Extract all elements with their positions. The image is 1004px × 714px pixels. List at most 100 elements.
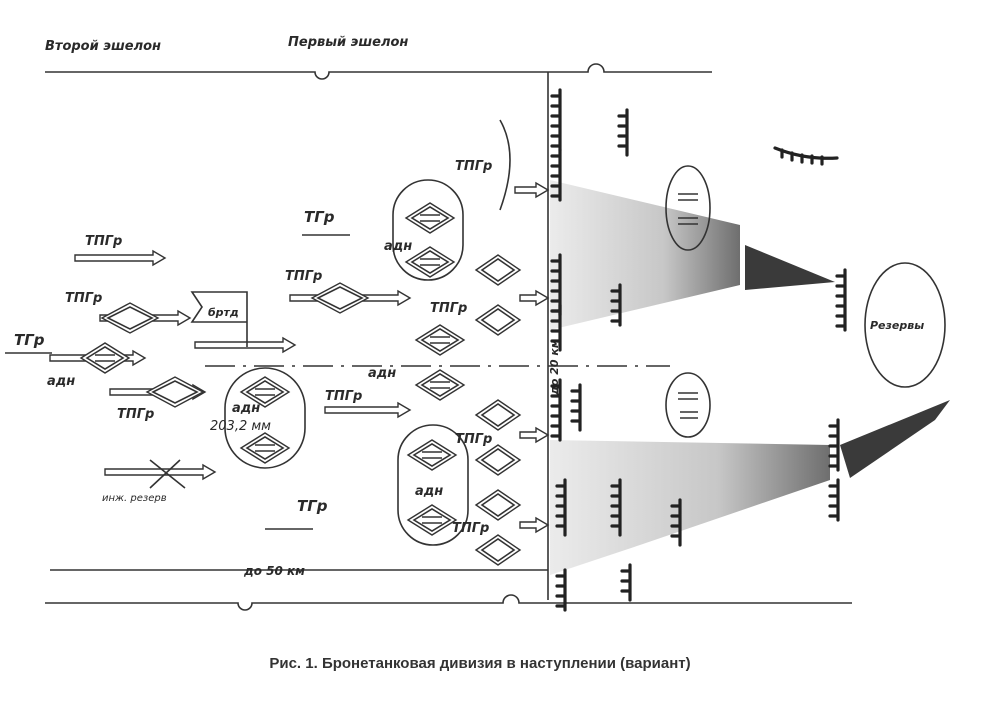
- tank-unit-diamond-inner: [85, 346, 125, 370]
- tpgr-label: ТПГр: [85, 234, 122, 249]
- advance-arrow-icon: [519, 516, 550, 534]
- advance-arrow-icon: [194, 336, 297, 354]
- tank-unit-diamond: [239, 376, 291, 408]
- tank-unit-diamond-inner: [420, 328, 460, 352]
- tank-unit-diamond: [474, 444, 522, 476]
- enemy-defense-hook-line: [550, 253, 562, 317]
- tpgr-bracket: [499, 119, 511, 211]
- enemy-defense-hook-line: [610, 478, 622, 537]
- tank-unit-diamond-inner: [480, 538, 516, 562]
- enemy-defense-hook-line: [550, 148, 562, 202]
- brtd-label: бртд: [208, 306, 239, 319]
- tank-unit-diamond: [406, 504, 458, 536]
- width-measure-label: до 20 км: [548, 339, 561, 396]
- tank-unit-diamond: [404, 202, 456, 234]
- lower-attack-arrowhead: [840, 400, 950, 478]
- artillery-icon: [420, 214, 440, 222]
- enemy-defense-hook-line: [570, 383, 582, 432]
- tank-unit-diamond-inner: [316, 286, 364, 310]
- tpgr-label: ТПГр: [430, 301, 467, 316]
- tpgr-label: ТПГр: [285, 269, 322, 284]
- tank-unit-diamond-inner: [480, 493, 516, 517]
- tank-unit-diamond-inner: [245, 380, 285, 404]
- adn-label: адн: [415, 484, 443, 499]
- enemy-defense-hook-line: [550, 378, 562, 442]
- enemy-defense-hook-line: [610, 283, 622, 327]
- artillery-icon: [422, 516, 442, 524]
- artillery-caliber-label: 203,2 мм: [210, 419, 271, 434]
- tank-unit-diamond: [474, 534, 522, 566]
- enemy-defense-hook-line: [617, 108, 629, 157]
- tank-unit-diamond: [145, 376, 205, 408]
- lower-attack-wedge: [550, 440, 830, 575]
- tpgr-label: ТПГр: [117, 407, 154, 422]
- artillery-icon: [255, 444, 275, 452]
- artillery-icon: [95, 354, 115, 362]
- tank-unit-diamond-inner: [106, 306, 154, 330]
- tpgr-label: ТПГр: [455, 159, 492, 174]
- adn-group-oval: [392, 179, 464, 281]
- adn-label: адн: [47, 374, 75, 389]
- enemy-defense-hook-line: [555, 478, 567, 537]
- tank-unit-diamond: [414, 324, 466, 356]
- artillery-icon: [422, 451, 442, 459]
- reserves-label: Резервы: [870, 319, 924, 332]
- adn-group-oval: [224, 367, 306, 469]
- brtd-flag-icon: [190, 291, 248, 347]
- engineer-icon: [149, 459, 186, 489]
- bottom-boundary-line: [45, 594, 852, 611]
- advance-arrow-icon: [514, 181, 550, 199]
- tank-unit-diamond-inner: [410, 206, 450, 230]
- enemy-position-oval: [665, 372, 711, 438]
- tank-unit-diamond-inner: [420, 373, 460, 397]
- adn-label: адн: [232, 401, 260, 416]
- top-boundary-line: [45, 63, 712, 80]
- artillery-icon: [430, 381, 450, 389]
- tank-unit-diamond: [474, 304, 522, 336]
- tgr-label: ТГр: [297, 497, 328, 515]
- tank-unit-diamond: [310, 282, 370, 314]
- tank-unit-diamond: [79, 342, 131, 374]
- tank-unit-diamond: [100, 302, 160, 334]
- artillery-icon: [430, 336, 450, 344]
- upper-attack-wedge: [550, 180, 740, 330]
- tank-unit-diamond: [239, 432, 291, 464]
- tgr-label: ТГр: [304, 208, 335, 226]
- enemy-position-oval: [665, 165, 711, 251]
- enemy-defense-hook-line: [550, 303, 562, 352]
- artillery-icon: [420, 258, 440, 266]
- tank-unit-diamond-inner: [151, 380, 199, 404]
- enemy-defense-hook-line: [670, 498, 682, 547]
- tank-unit-diamond-inner: [410, 250, 450, 274]
- enemy-defense-lines: [550, 88, 847, 612]
- advance-arrow-icon: [74, 249, 167, 267]
- enemy-defense-hook-line: [773, 146, 839, 166]
- advance-arrow-icon: [104, 463, 217, 481]
- adn-group-oval: [397, 424, 469, 546]
- second-echelon-label: Второй эшелон: [45, 39, 161, 54]
- enemy-defense-hook-line: [550, 88, 562, 152]
- tank-unit-diamond: [474, 254, 522, 286]
- tank-unit-diamond-inner: [480, 403, 516, 427]
- own-units: [49, 119, 550, 566]
- tank-unit-diamond-inner: [480, 308, 516, 332]
- enemy-defense-hook-line: [555, 568, 567, 612]
- enemy-defense-hook-line: [828, 418, 840, 472]
- advance-arrow-icon: [519, 426, 550, 444]
- upper-attack-arrowhead: [745, 245, 835, 290]
- tank-unit-diamond-inner: [412, 443, 452, 467]
- tpgr-label: ТПГр: [65, 291, 102, 306]
- tank-unit-diamond: [406, 439, 458, 471]
- enemy-defense-hook-line: [828, 478, 840, 522]
- depth-measure-label: до 50 км: [243, 564, 305, 578]
- tpgr-label: ТПГр: [455, 432, 492, 447]
- figure-caption: Рис. 1. Бронетанковая дивизия в наступле…: [269, 655, 690, 672]
- tank-unit-diamond-inner: [245, 436, 285, 460]
- tpgr-label: ТПГр: [325, 389, 362, 404]
- artillery-icon: [255, 388, 275, 396]
- tank-unit-diamond: [414, 369, 466, 401]
- advance-arrow-icon: [519, 289, 550, 307]
- tank-unit-diamond-inner: [412, 508, 452, 532]
